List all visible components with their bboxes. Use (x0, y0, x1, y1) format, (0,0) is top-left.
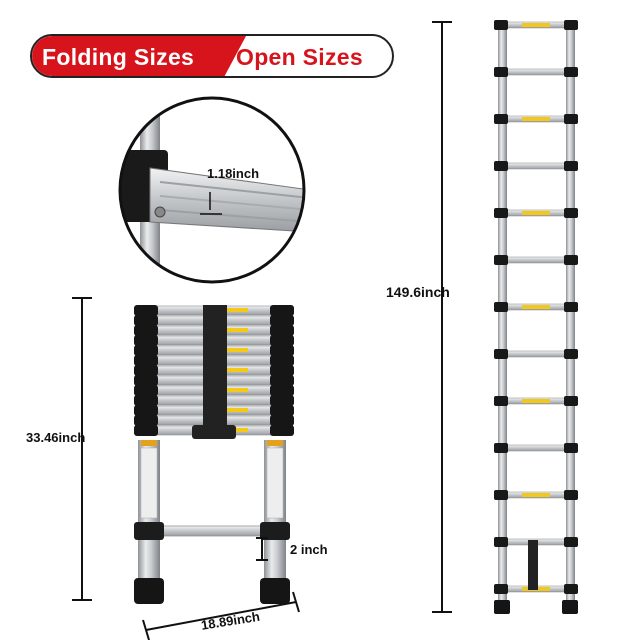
open-strap (528, 540, 538, 590)
open-foot (494, 600, 510, 614)
open-rung (494, 396, 578, 406)
zoom-detail-circle (118, 96, 306, 284)
open-ladder (494, 20, 578, 614)
folded-ladder (134, 305, 294, 604)
open-rung (494, 349, 578, 359)
open-rung (494, 208, 578, 218)
open-rung (494, 255, 578, 265)
open-rung (494, 443, 578, 453)
open-rung (494, 67, 578, 77)
dimension-lines (72, 21, 452, 640)
open-rung (494, 302, 578, 312)
open-rung (494, 114, 578, 124)
profile-width-label: 1.18inch (207, 166, 260, 181)
folding-sizes-tab (32, 36, 246, 76)
open-sizes-label: Open Sizes (236, 44, 363, 70)
bottom-gap-label: 2 inch (290, 542, 328, 557)
folding-sizes-label: Folding Sizes (42, 44, 195, 70)
open-rung (494, 161, 578, 171)
open-height-label: 149.6inch (386, 284, 450, 300)
size-banner: Folding Sizes Open Sizes (30, 34, 394, 78)
open-rung (494, 490, 578, 500)
open-foot (562, 600, 578, 614)
open-rung (494, 20, 578, 30)
folded-height-label: 33.46inch (26, 430, 86, 445)
